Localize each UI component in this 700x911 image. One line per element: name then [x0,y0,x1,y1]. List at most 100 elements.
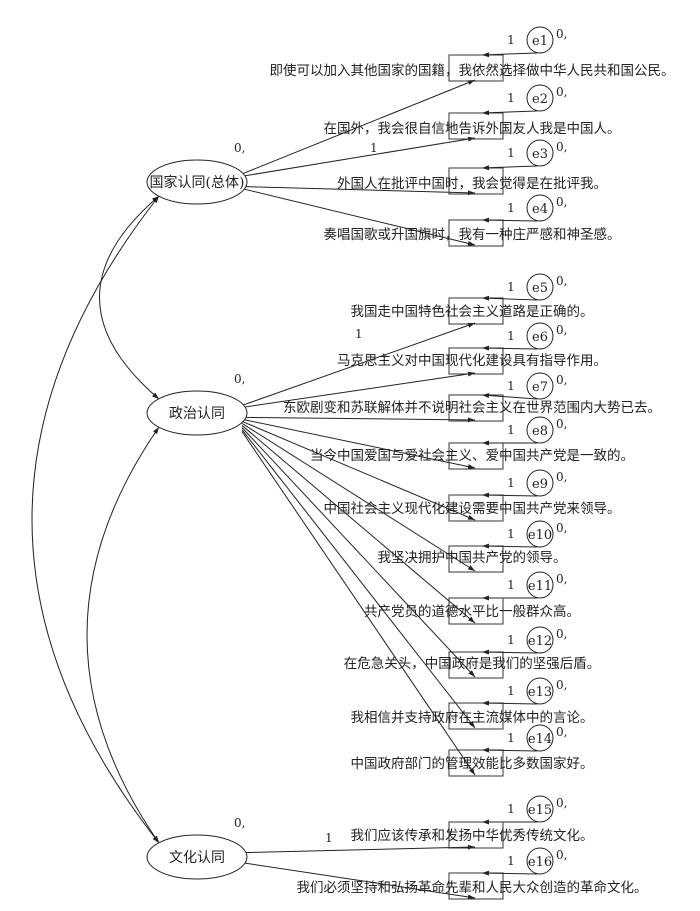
loading-path [241,418,476,469]
error-path-weight: 1 [507,684,515,698]
indicator-box [448,702,504,730]
error-variance-label: 0, [556,417,567,431]
indicator-label: 即使可以加入其他国家的国籍，我依然选择做中华人民共和国公民。 [270,62,675,79]
latent-ellipse [146,390,248,436]
error-variance-label: 0, [556,373,567,387]
error-path-weight: 1 [507,476,515,490]
covariance-national-cultural [31,195,160,844]
error-label: e9 [532,477,548,492]
fixed-loading-label: 1 [370,141,378,155]
error-label: e13 [528,685,552,700]
error-label: e11 [528,579,552,594]
latent-ellipse [146,159,248,205]
loading-path [241,185,476,196]
error-label: e1 [532,34,548,49]
error-path [481,345,538,351]
covariance-arcs [31,195,160,844]
indicator-label: 外国人在批评中国时，我会觉得是在批评我。 [337,175,607,192]
latent-ellipse [146,834,248,880]
latent-mean-label: 0, [234,816,245,830]
indicator-label: 当今中国爱国与爱社会主义、爱中国共产党是一致的。 [310,448,634,464]
loading-path [241,188,476,246]
fixed-loading-label: 1 [325,831,333,845]
error-path-weight: 1 [507,527,515,541]
error-path-weight: 1 [507,329,515,343]
error-path [481,870,538,876]
indicator-box [448,597,504,625]
error-circle [526,571,554,599]
indicator-box [448,442,504,470]
indicator-label: 我坚决拥护中国共产党的领导。 [378,550,567,566]
error-label: e5 [532,281,548,296]
error-path-weight: 1 [507,91,515,105]
indicator-box [448,219,504,247]
error-label: e7 [532,380,548,395]
error-path [481,165,538,171]
indicator-box [448,545,504,573]
error-variance-label: 0, [556,725,567,739]
indicator-label: 奏唱国歌或升国旗时，我有一种庄严感和神圣感。 [324,226,621,243]
indicator-box [448,821,504,849]
error-label: e3 [532,147,548,162]
error-variance-label: 0, [556,85,567,99]
error-variance-label: 0, [556,274,567,288]
error-path-weight: 1 [507,578,515,592]
indicator-box [448,494,504,522]
error-circle [526,724,554,752]
error-variance-label: 0, [556,796,567,810]
indicator-label: 我国走中国特色社会主义道路是正确的。 [351,303,594,320]
error-label: e2 [532,92,548,107]
indicator-boxes: 即使可以加入其他国家的国籍，我依然选择做中华人民共和国公民。在国外，我会很自信地… [270,54,675,900]
error-path [481,700,538,706]
covariance-national-political [99,195,160,400]
loading-path [241,429,476,729]
error-circle [526,139,554,167]
error-path-weight: 1 [507,423,515,437]
indicator-label: 我相信并支持政府在主流媒体中的言论。 [351,710,594,726]
error-variance-label: 0, [556,323,567,337]
indicator-label: 中国政府部门的管理效能比多数国家好。 [351,755,594,772]
error-variance-label: 0, [556,678,567,692]
loading-path [241,422,476,572]
loading-path [241,425,476,624]
error-circle [526,84,554,112]
indicator-label: 中国社会主义现代化建设需要中国共产党来领导。 [324,501,621,517]
error-path [481,295,538,301]
error-circle [526,322,554,350]
latent-mean-label: 0, [234,372,245,386]
latent-label: 国家认同(总体) [150,174,245,191]
error-path [481,52,538,58]
error-circle [526,273,554,301]
error-label: e10 [528,528,552,543]
error-path-weight: 1 [507,731,515,745]
latent-label: 文化认同 [169,850,225,866]
loading-path [241,136,476,177]
indicator-box [448,347,504,375]
error-variance-label: 0, [556,27,567,41]
error-path [481,492,538,498]
error-label: e8 [532,424,548,439]
error-path-weight: 1 [507,854,515,868]
indicator-box [448,167,504,195]
error-label: e15 [528,803,552,818]
error-variance-label: 0, [556,195,567,209]
error-path [481,393,538,400]
error-path [481,217,538,223]
error-circle [526,469,554,497]
error-path [481,747,538,753]
error-label: e4 [532,202,548,217]
covariance-political-cultural [86,426,160,844]
error-circle [526,847,554,875]
loading-path [241,844,476,854]
indicator-box [448,394,504,422]
error-path [481,649,538,655]
factor-loading-paths: 111 [241,79,476,900]
latent-mean-label: 0, [234,141,245,155]
error-variance-label: 0, [556,848,567,862]
error-path-weight: 1 [507,146,515,160]
loading-path [241,862,476,900]
error-label: e12 [528,634,552,649]
